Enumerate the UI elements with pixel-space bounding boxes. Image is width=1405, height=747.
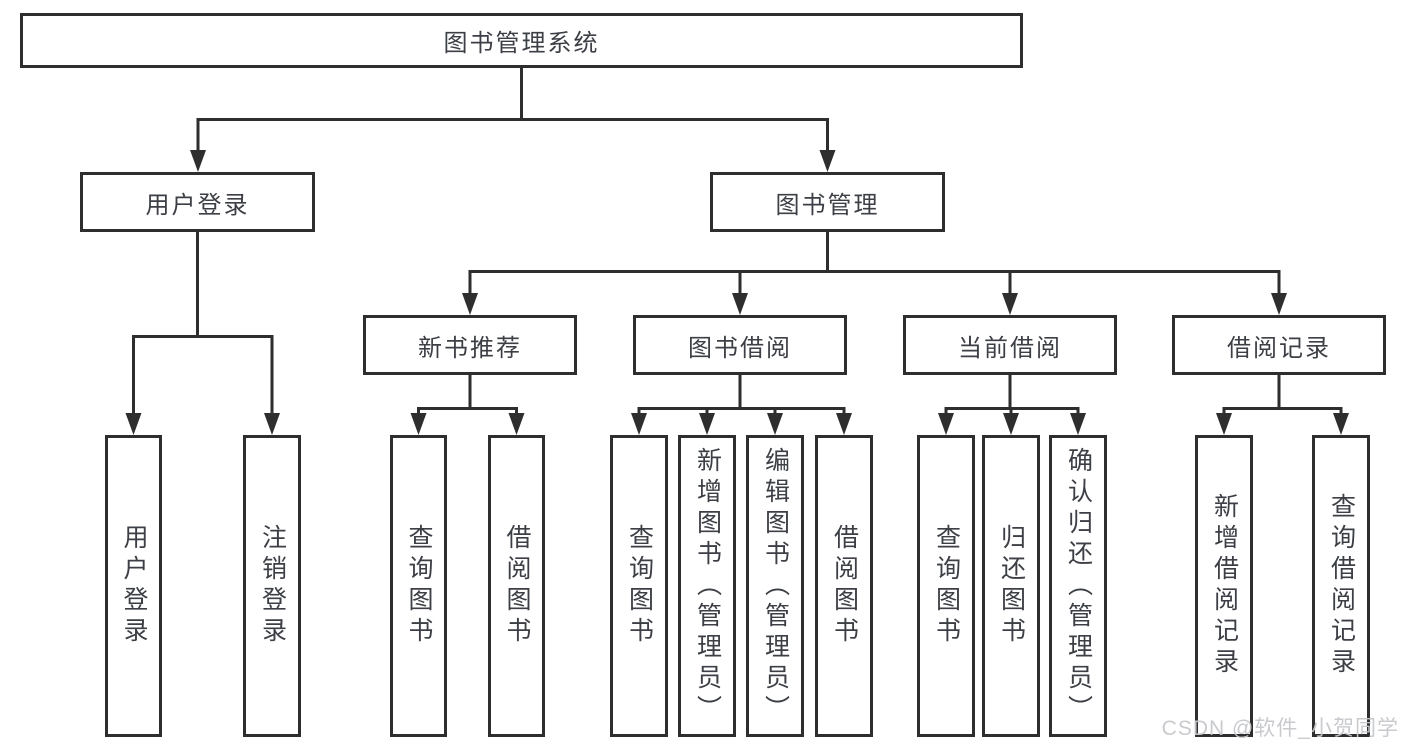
node-label: 查询图书 — [932, 524, 961, 648]
node-label: 用户登录 — [120, 524, 148, 648]
node-label: 新增图书（管理员） — [693, 446, 722, 726]
node-label: 确认归还（管理员） — [1064, 446, 1093, 726]
node-label: 编辑图书（管理员） — [761, 446, 790, 726]
arrowhead-icon — [732, 293, 748, 315]
node-label: 查询图书 — [625, 524, 654, 648]
arrowhead-icon — [410, 413, 427, 435]
arrowhead-icon — [836, 413, 852, 435]
arrowhead-icon — [938, 413, 954, 435]
arrowhead-icon — [1002, 293, 1018, 315]
leaf-logout: 注销登录 — [243, 435, 301, 737]
arrowhead-icon — [1216, 413, 1232, 435]
leaf-query-books-recommend: 查询图书 — [390, 435, 447, 737]
arrowhead-icon — [1271, 293, 1287, 315]
arrowhead-icon — [1333, 413, 1349, 435]
leaf-edit-book-admin: 编辑图书（管理员） — [746, 435, 804, 737]
arrowhead-icon — [631, 413, 647, 435]
arrowhead-icon — [508, 413, 525, 435]
leaf-confirm-return-admin: 确认归还（管理员） — [1049, 435, 1107, 737]
arrowhead-icon — [264, 413, 280, 435]
leaf-query-books-current: 查询图书 — [917, 435, 975, 737]
arrowhead-icon — [699, 413, 715, 435]
node-book-management: 图书管理 — [710, 172, 945, 232]
arrowhead-icon — [462, 293, 478, 315]
leaf-borrow-books-recommend: 借阅图书 — [488, 435, 545, 737]
node-label: 图书借阅 — [688, 334, 792, 362]
leaf-add-borrow-record: 新增借阅记录 — [1195, 435, 1253, 737]
leaf-borrow-books-borrowing: 借阅图书 — [815, 435, 873, 737]
arrowhead-icon — [1003, 413, 1019, 435]
leaf-user-login: 用户登录 — [105, 435, 162, 737]
node-label: 借阅图书 — [503, 524, 531, 648]
node-new-book-recommendation: 新书推荐 — [363, 315, 577, 375]
node-label: 新书推荐 — [418, 334, 522, 362]
csdn-watermark: CSDN @软件_小贺同学 — [1161, 717, 1399, 740]
node-label: 当前借阅 — [958, 334, 1062, 362]
node-label: 借阅记录 — [1227, 334, 1331, 362]
arrowhead-icon — [190, 150, 206, 172]
leaf-query-books-borrowing: 查询图书 — [610, 435, 668, 737]
arrowhead-icon — [819, 150, 836, 172]
node-label: 图书管理系统 — [443, 30, 600, 57]
node-label: 图书管理 — [775, 191, 880, 219]
leaf-query-borrow-record: 查询借阅记录 — [1312, 435, 1370, 737]
leaf-add-book-admin: 新增图书（管理员） — [678, 435, 736, 737]
node-current-borrowing: 当前借阅 — [903, 315, 1117, 375]
node-label: 新增借阅记录 — [1210, 493, 1239, 679]
node-label: 查询图书 — [405, 524, 433, 648]
node-label: 用户登录 — [145, 191, 250, 219]
node-label: 归还图书 — [997, 524, 1026, 648]
arrowhead-icon — [1070, 413, 1086, 435]
arrowhead-icon — [125, 413, 142, 435]
node-book-borrowing: 图书借阅 — [633, 315, 847, 375]
node-label: 借阅图书 — [830, 524, 859, 648]
node-label: 注销登录 — [258, 524, 287, 648]
node-user-login: 用户登录 — [80, 172, 315, 232]
node-borrowing-records: 借阅记录 — [1172, 315, 1386, 375]
node-label: 查询借阅记录 — [1327, 493, 1356, 679]
node-library-management-system: 图书管理系统 — [20, 13, 1023, 68]
leaf-return-books: 归还图书 — [982, 435, 1040, 737]
arrowhead-icon — [767, 413, 783, 435]
